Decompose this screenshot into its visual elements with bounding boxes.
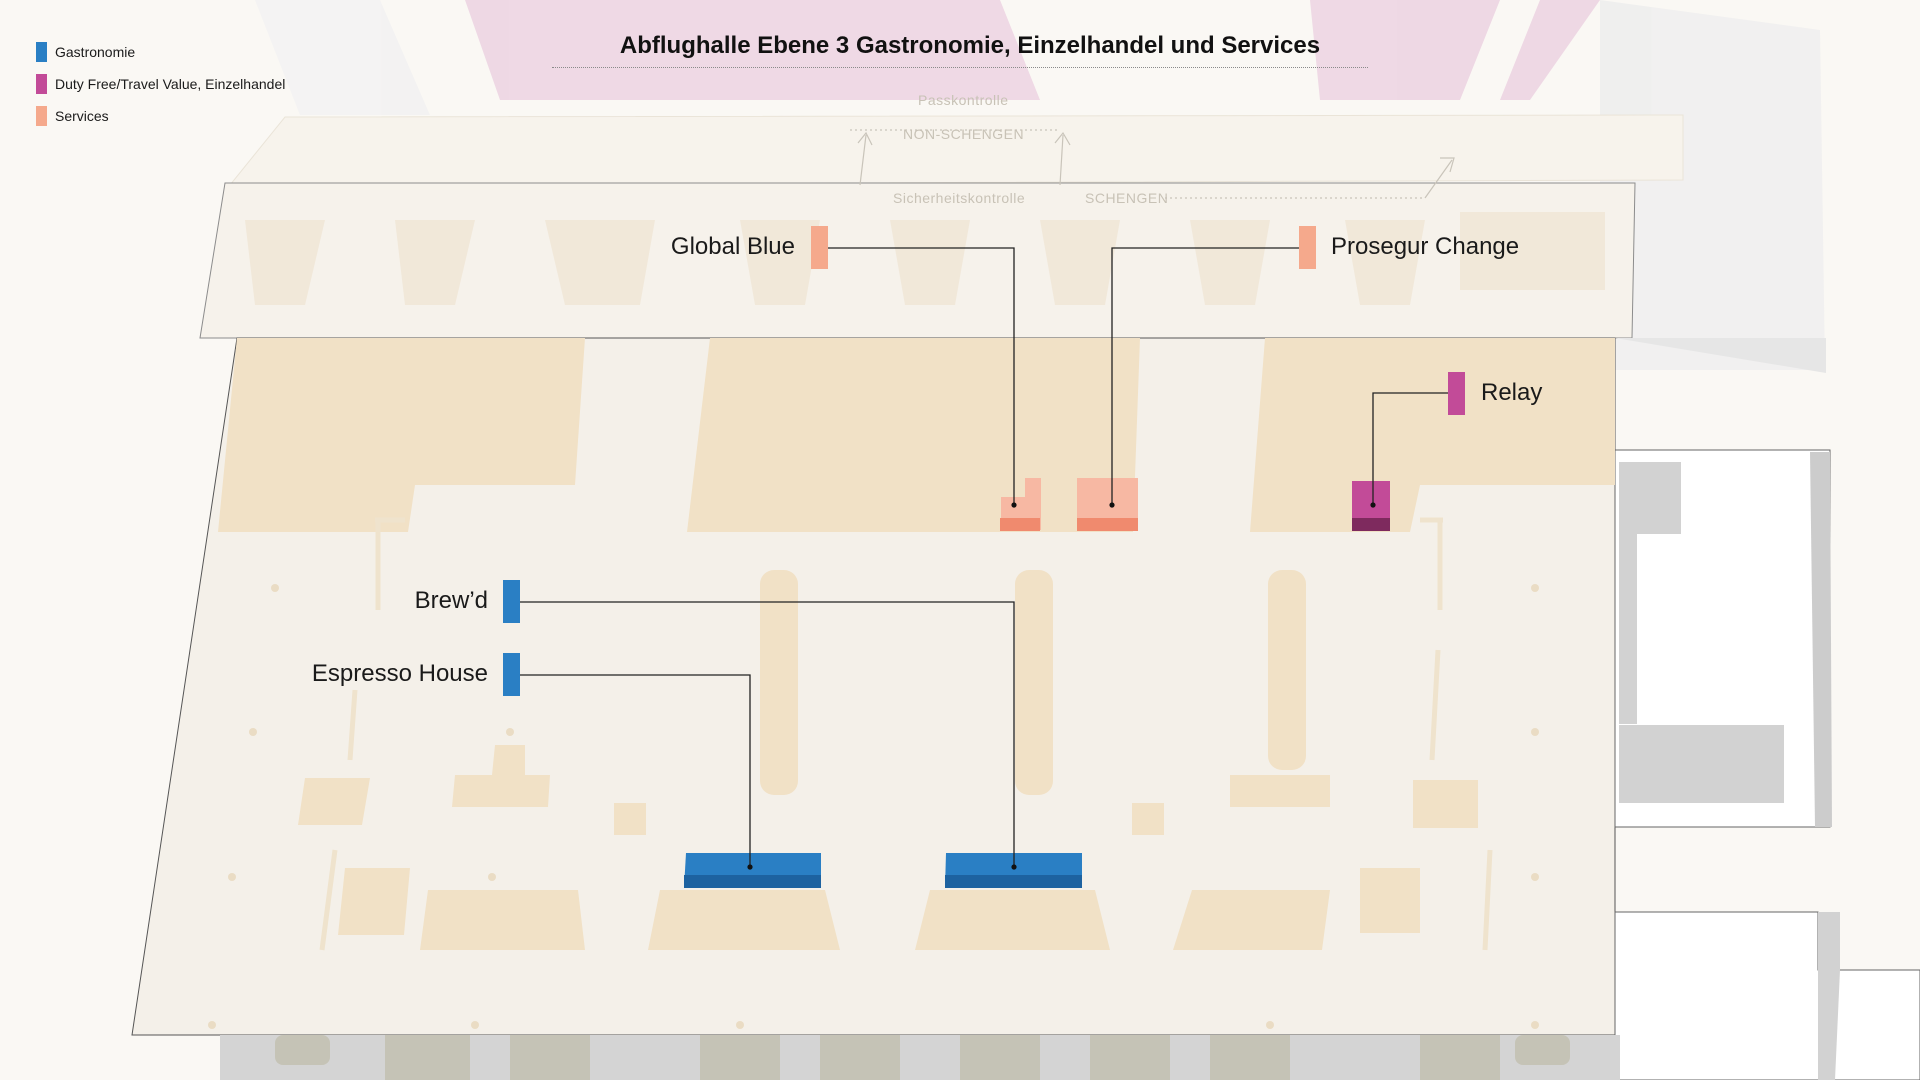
gate-shapes [245,212,1605,305]
legend: Gastronomie Duty Free/Travel Value, Einz… [36,36,285,132]
relay-tab [1448,372,1465,415]
poi-label-relay[interactable]: Relay [1481,379,1543,406]
legend-label: Duty Free/Travel Value, Einzelhandel [55,76,286,92]
brewd-tab [503,580,520,623]
poi-label-espresso-house[interactable]: Espresso House [311,660,488,687]
upper-terminal-band [228,114,1684,186]
legend-swatch-retail [36,74,47,94]
zone-sicherheitskontrolle: Sicherheitskontrolle [893,190,1026,206]
global-blue-tab [811,226,828,269]
legend-swatch-services [36,106,47,126]
zone-non-schengen: NON-SCHENGEN [903,126,1025,142]
global-blue-store [1001,478,1041,530]
upper-level-roofs [255,0,1825,370]
map-title: Abflughalle Ebene 3 Gastronomie, Einzelh… [619,32,1321,59]
poi-label-prosegur-change[interactable]: Prosegur Change [1331,233,1520,260]
legend-swatch-gastronomie [36,42,47,62]
poi-markers [503,226,1465,888]
legend-item-services: Services [36,100,285,132]
zone-passkontrolle: Passkontrolle [918,92,1009,108]
prosegur-tab [1299,226,1316,269]
grey-wing [1614,338,1920,1080]
zone-schengen: SCHENGEN [1085,190,1169,206]
espresso-house-tab [503,653,520,696]
legend-item-retail: Duty Free/Travel Value, Einzelhandel [36,68,285,100]
checkpoint-arrows [850,129,1455,199]
legend-label: Services [55,108,109,124]
legend-item-gastronomie: Gastronomie [36,36,285,68]
poi-label-global-blue[interactable]: Global Blue [670,233,795,260]
legend-label: Gastronomie [55,44,136,60]
title-divider [552,67,1368,68]
poi-label-brewd[interactable]: Brew’d [414,587,488,614]
walkway-outlines [319,517,1493,951]
